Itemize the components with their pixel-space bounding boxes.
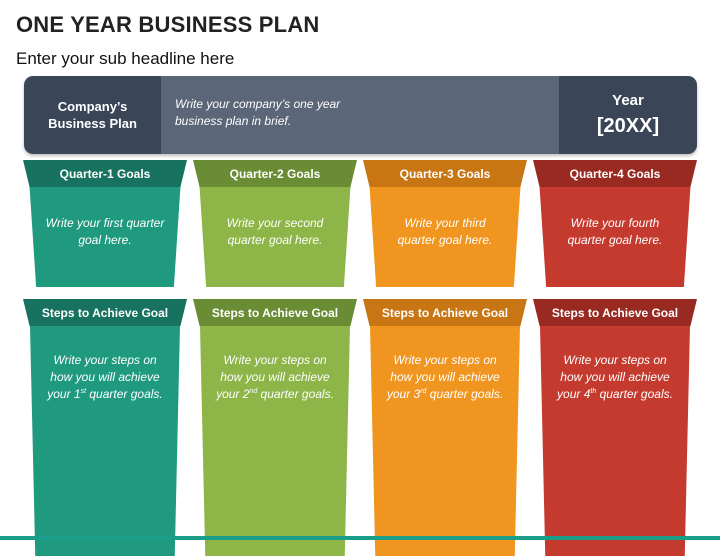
plan-summary: Write your company’s one year business p…: [161, 76, 559, 154]
quarter-1-goal-header: Quarter-1 Goals: [23, 160, 187, 187]
page-subtitle: Enter your sub headline here: [16, 49, 235, 68]
year-value: [20XX]: [596, 115, 660, 137]
quarter-2-goal-box: Write your second quarter goal here.: [199, 187, 351, 287]
quarter-4-goal-header: Quarter-4 Goals: [533, 160, 697, 187]
quarter-4-steps-header: Steps to Achieve Goal: [533, 299, 697, 326]
footer-accent-bar: [0, 536, 720, 540]
quarter-2-steps-box: Write your steps on how you will achieve…: [200, 326, 350, 556]
quarter-1-steps-text: Write your steps on how you will achieve…: [47, 353, 163, 401]
quarter-2-steps-header: Steps to Achieve Goal: [193, 299, 357, 326]
quarter-4-steps-text: Write your steps on how you will achieve…: [557, 353, 673, 401]
quarter-3-steps-text: Write your steps on how you will achieve…: [386, 353, 504, 401]
quarter-2-goal-header: Quarter-2 Goals: [193, 160, 357, 187]
business-plan-banner: Company’s Business Plan Write your compa…: [24, 76, 697, 154]
plan-summary-text: Write your company’s one year business p…: [175, 97, 341, 128]
page-title: ONE YEAR BUSINESS PLAN: [16, 12, 320, 37]
quarter-3-goal-box: Write your third quarter goal here.: [369, 187, 521, 287]
quarter-1-goal-text: Write your first quarter goal here.: [45, 216, 165, 247]
quarter-1-steps-box: Write your steps on how you will achieve…: [30, 326, 180, 556]
company-plan-label: Company’s Business Plan: [24, 76, 161, 154]
year-label: Year: [612, 92, 644, 109]
quarter-3-goal-text: Write your third quarter goal here.: [397, 216, 493, 247]
quarter-4-steps-box: Write your steps on how you will achieve…: [540, 326, 690, 556]
year-box: Year [20XX]: [559, 76, 697, 154]
quarter-2-steps-text: Write your steps on how you will achieve…: [216, 353, 334, 401]
quarter-1-steps-header: Steps to Achieve Goal: [23, 299, 187, 326]
quarter-1-goal-box: Write your first quarter goal here.: [29, 187, 181, 287]
quarter-3-goal-header: Quarter-3 Goals: [363, 160, 527, 187]
quarter-3-steps-header: Steps to Achieve Goal: [363, 299, 527, 326]
company-plan-label-line1: Company’s: [57, 99, 128, 114]
quarter-4-goal-text: Write your fourth quarter goal here.: [567, 216, 663, 247]
quarter-3-steps-box: Write your steps on how you will achieve…: [370, 326, 520, 556]
company-plan-label-line2: Business Plan: [48, 116, 137, 131]
quarter-4-goal-box: Write your fourth quarter goal here.: [539, 187, 691, 287]
quarter-2-goal-text: Write your second quarter goal here.: [226, 216, 324, 247]
